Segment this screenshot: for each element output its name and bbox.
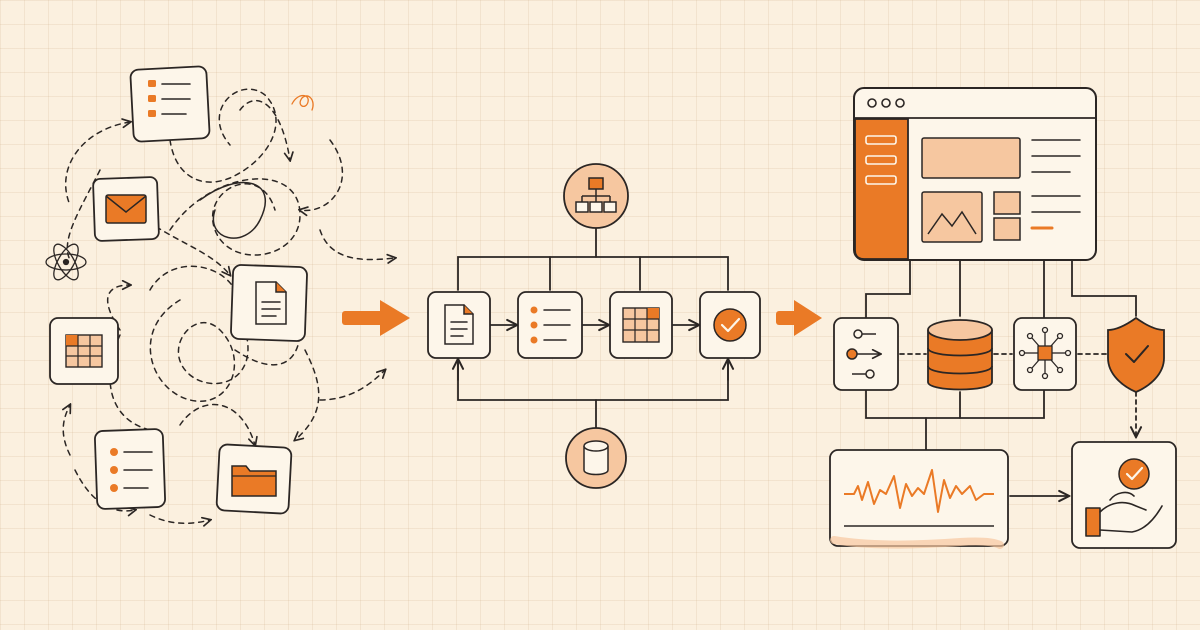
waveform-line — [844, 469, 994, 513]
pipeline — [458, 227, 728, 429]
database-stack-icon — [927, 319, 993, 391]
mail-icon — [105, 194, 147, 224]
card-folder — [215, 443, 293, 515]
list-document-icon — [110, 448, 153, 492]
hierarchy-icon — [575, 177, 617, 213]
monitoring-waveform-panel — [829, 449, 1009, 549]
service-processor — [1013, 317, 1077, 391]
window-sidebar — [854, 118, 909, 260]
verified-delivery-card — [1071, 441, 1177, 549]
database-icon — [583, 440, 609, 476]
card-spreadsheet — [49, 317, 119, 385]
spreadsheet-icon — [622, 307, 660, 343]
pipeline-step-checklist — [517, 291, 583, 359]
processor-chip-icon — [1018, 326, 1072, 380]
checklist-icon — [530, 306, 571, 344]
hand-icon — [1085, 491, 1163, 537]
scribble-icon — [291, 94, 314, 111]
pipeline-step-check — [699, 291, 761, 359]
text-lines — [1030, 139, 1081, 230]
card-text-file — [230, 264, 308, 342]
document-icon — [444, 304, 474, 345]
security-shield-icon — [1107, 316, 1165, 393]
swirl — [199, 181, 267, 239]
sidebar-menu-items — [865, 135, 897, 185]
pipeline-bottom-node — [565, 427, 627, 489]
pipeline-top-node — [563, 163, 629, 229]
card-blocks — [993, 191, 1021, 241]
transition-arrow-1 — [342, 300, 410, 336]
atom-icon — [45, 243, 87, 281]
dashboard-window — [853, 87, 1097, 261]
verified-delivery-icon — [1085, 458, 1163, 537]
flow-settings-icon — [846, 329, 880, 379]
text-file-icon — [255, 281, 287, 325]
service-database — [927, 319, 993, 391]
card-mail — [92, 176, 160, 242]
pipeline-step-document — [427, 291, 491, 359]
window-controls — [867, 98, 905, 108]
card-list-top — [129, 65, 211, 143]
transition-arrow-2 — [776, 300, 822, 336]
service-flow-settings — [833, 317, 899, 391]
image-placeholder-icon — [921, 191, 983, 243]
folder-icon — [231, 465, 277, 497]
service-security — [1107, 316, 1165, 393]
platform-connectors — [865, 259, 1136, 496]
spreadsheet-icon — [65, 334, 103, 368]
pipeline-step-spreadsheet — [609, 291, 673, 359]
checkmark-circle-icon — [713, 308, 747, 342]
card-list-bottom — [94, 428, 166, 510]
list-document-icon — [148, 80, 191, 117]
hero-block — [921, 137, 1021, 179]
